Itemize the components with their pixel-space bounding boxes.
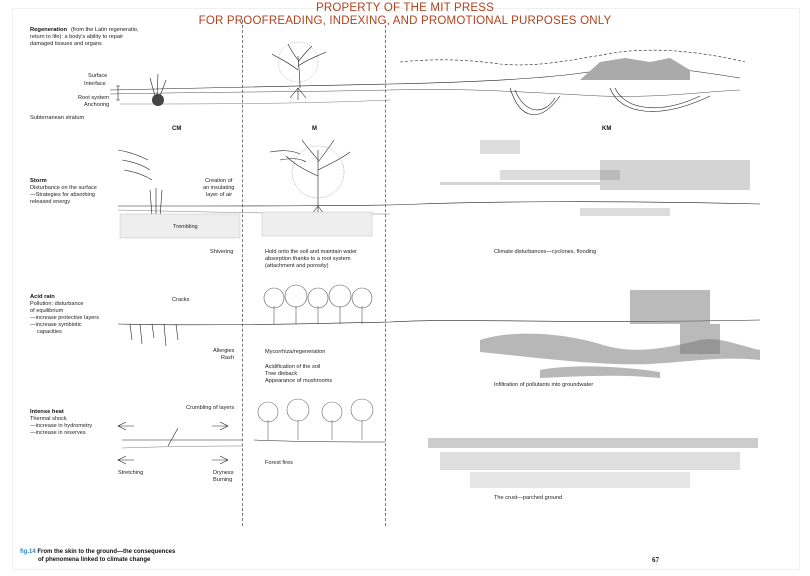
banner-line-1: PROPERTY OF THE MIT PRESS bbox=[316, 2, 494, 14]
regeneration-desc-1: (from the Latin regeneratio, bbox=[71, 27, 139, 33]
storm-creation-3: layer of air bbox=[206, 192, 233, 198]
groundwater-shapes bbox=[480, 333, 760, 378]
heat-km: The crust—parched ground bbox=[494, 495, 563, 501]
label-interface: Interface bbox=[84, 81, 106, 87]
storm-desc-2: —Strategies for absorbing bbox=[30, 192, 95, 198]
acid-desc-4: —increase symbiotic bbox=[30, 322, 82, 328]
acid-m-1: Mycorrhiza/regeneration bbox=[265, 349, 326, 355]
acid-desc-3: —increase protective layers bbox=[30, 315, 100, 321]
heat-burning: Burning bbox=[213, 477, 233, 483]
column-label-cm: CM bbox=[172, 126, 182, 132]
storm-m-1: Hold onto the soil and maintain water bbox=[265, 249, 358, 255]
acid-m-4: Appearance of mushrooms bbox=[265, 378, 333, 384]
storm-trembling: Trembling bbox=[173, 224, 198, 230]
storm-shivering: Shivering bbox=[210, 249, 234, 255]
acid-cracks: Cracks bbox=[172, 297, 190, 303]
book-page bbox=[12, 8, 800, 570]
acid-km: Infiltration of pollutants into groundwa… bbox=[494, 382, 594, 388]
heat-title: Intense heat bbox=[30, 409, 64, 415]
storm-km-texture bbox=[440, 140, 750, 216]
regeneration-title: Regeneration bbox=[30, 27, 68, 33]
storm-creation-2: an insulating bbox=[203, 185, 235, 191]
acid-rash: Rash bbox=[221, 355, 235, 361]
heat-crumbling: Crumbling of layers bbox=[186, 405, 235, 411]
heat-stretching: Stretching bbox=[118, 470, 144, 476]
label-subterranean-stratum: Subterranean stratum bbox=[30, 115, 85, 121]
heat-drawing bbox=[117, 398, 386, 465]
heat-desc-1: Thermal shock bbox=[30, 416, 67, 422]
acid-desc-5: capacities bbox=[37, 329, 62, 335]
column-label-m: M bbox=[312, 126, 317, 132]
acid-rain-title: Acid rain bbox=[30, 294, 55, 300]
storm-m-3: (attachment and porosity) bbox=[265, 263, 329, 269]
storm-km: Climate disturbances—cyclones, flooding bbox=[494, 249, 597, 255]
heat-desc-3: —increase in reserves bbox=[30, 430, 86, 436]
column-label-km: KM bbox=[602, 126, 612, 132]
label-anchoring: Anchoring bbox=[84, 102, 110, 108]
banner-line-2: FOR PROOFREADING, INDEXING, AND PROMOTIO… bbox=[198, 15, 612, 27]
regeneration-desc-3: damaged tissues and organs bbox=[30, 41, 102, 47]
storm-creation-1: Creation of bbox=[205, 178, 233, 184]
heat-desc-2: —increase in hydrometry bbox=[30, 423, 93, 429]
heat-dryness: Dryness bbox=[213, 470, 234, 476]
figure-caption: fig.14 From the skin to the ground—the c… bbox=[20, 549, 175, 564]
acid-m-2: Acidification of the soil bbox=[265, 364, 321, 370]
acid-rain-drawing bbox=[117, 284, 761, 347]
column-divider-cm-m bbox=[242, 20, 243, 526]
label-surface: Surface bbox=[88, 73, 108, 79]
figure-number: fig.14 bbox=[20, 549, 36, 555]
storm-desc-1: Disturbance on the surface bbox=[30, 185, 97, 191]
caption-line-1: From the skin to the ground—the conseque… bbox=[37, 549, 176, 555]
acid-desc-1: Pollution: disturbance bbox=[30, 301, 84, 307]
watermark-banner: PROPERTY OF THE MIT PRESS FOR PROOFREADI… bbox=[0, 2, 810, 28]
storm-desc-3: released energy bbox=[30, 199, 71, 205]
label-root-system: Root system bbox=[78, 95, 110, 101]
parched-ground-texture bbox=[428, 438, 758, 488]
page-number: 67 bbox=[652, 556, 659, 564]
regeneration-desc-2: return to life): a body's ability to rep… bbox=[30, 34, 124, 40]
acid-m-3: Tree dieback bbox=[265, 371, 298, 377]
storm-title: Storm bbox=[30, 178, 47, 184]
caption-line-2: of phenomena linked to climate change bbox=[38, 556, 151, 563]
acid-desc-2: of equilibrium bbox=[30, 308, 64, 314]
storm-m-2: absorption thanks to a root system bbox=[265, 256, 351, 262]
acid-allergies: Allergies bbox=[213, 348, 235, 354]
heat-m-1: Forest fires bbox=[265, 460, 293, 466]
column-divider-m-km bbox=[385, 20, 386, 526]
